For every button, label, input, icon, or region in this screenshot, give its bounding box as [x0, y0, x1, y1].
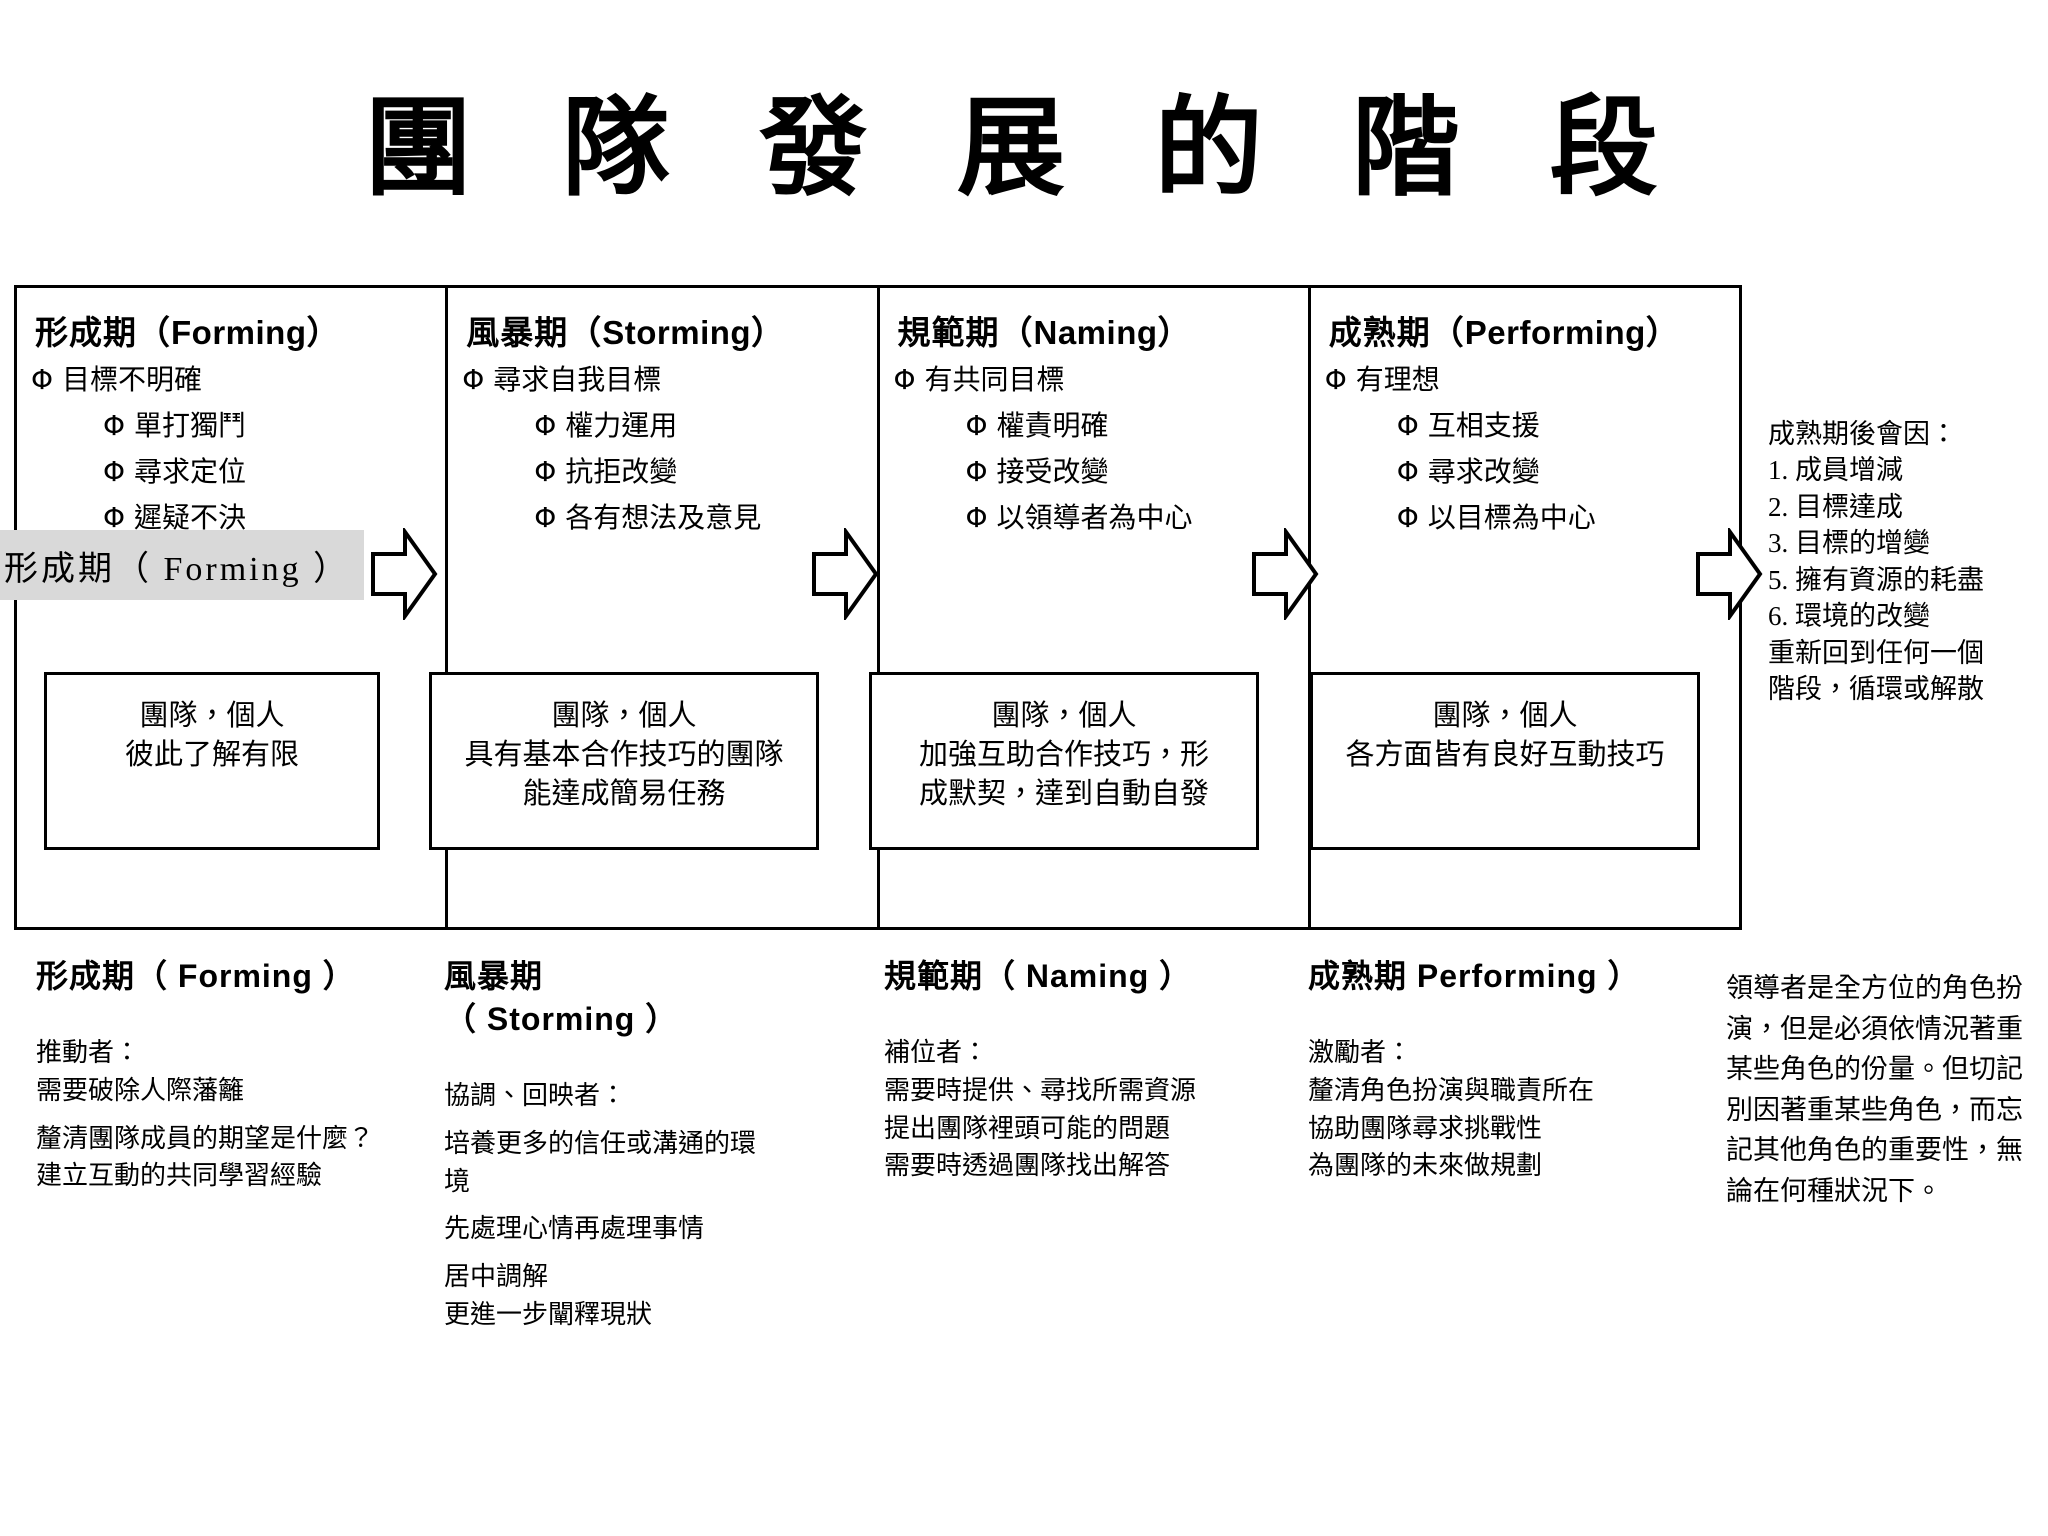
maturity-note-tail: 重新回到任何一個 — [1768, 637, 1984, 668]
stage-bullet-sub: Φ 尋求定位 — [103, 455, 246, 488]
maturity-note-item: 3. 目標的增變 — [1768, 528, 1930, 559]
stage-heading-zh: 形成期（ — [35, 314, 171, 351]
role-line: 需要時透過團隊找出解答 — [884, 1150, 1171, 1181]
stage-heading-zh: 規範期（ — [897, 314, 1034, 351]
maturity-note: 成熟期後會因： 1. 成員增減 2. 目標達成 3. 目標的增變 5. 擁有資源… — [1768, 416, 2038, 708]
role-line: 提出團隊裡頭可能的問題 — [884, 1112, 1171, 1143]
role-title-second-line: （ Storming ） — [444, 1001, 679, 1038]
role-body: 協調、回映者： 培養更多的信任或溝通的環 境 先處理心情再處理事情 居中調解 更… — [444, 1077, 804, 1333]
stage-heading-storming: 風暴期（Storming） — [466, 306, 876, 354]
stage-summary-box-storming: 團隊，個人 具有基本合作技巧的團隊 能達成簡易任務 — [429, 672, 819, 850]
maturity-note-tail: 階段，循環或解散 — [1768, 674, 1984, 705]
role-line: 建立互動的共同學習經驗 — [36, 1160, 323, 1191]
maturity-note-item: 5. 擁有資源的耗盡 — [1768, 564, 1984, 595]
stage-bullet-sub: Φ 接受改變 — [965, 455, 1109, 488]
stage-bullet-main: Φ 目標不明確 — [31, 363, 202, 396]
stage-heading-en: Naming — [1033, 314, 1158, 351]
leader-note: 領導者是全方位的角色扮演，但是必須依情況著重某些角色的份量。但切記別因著重某些角… — [1726, 973, 2023, 1206]
role-body: 激勵者： 釐清角色扮演與職責所在 協助團隊尋求挑戰性 為團隊的未來做規劃 — [1308, 1034, 1708, 1185]
role-title: 風暴期 — [444, 958, 544, 994]
summary-line: 各方面皆有良好互動技巧 — [1345, 739, 1665, 772]
maturity-note-item: 1. 成員增減 — [1768, 455, 1903, 486]
page-title: 團 隊 發 展 的 階 段 — [364, 86, 1684, 211]
role-label: 推動者： — [36, 1037, 141, 1068]
stage-bullet-sub: Φ 權力運用 — [534, 409, 678, 442]
summary-line: 團隊，個人 — [1432, 700, 1578, 732]
stage-bullet-sub: Φ 抗拒改變 — [534, 455, 678, 488]
stage-summary-box-forming: 團隊，個人 彼此了解有限 — [44, 672, 380, 850]
stage-heading-close: ） — [1157, 314, 1192, 351]
stage-heading-en: Storming — [602, 314, 752, 351]
summary-line: 加強互助合作技巧，形 — [918, 739, 1209, 772]
stage-summary-box-naming: 團隊，個人 加強互助合作技巧，形 成默契，達到自動自發 — [869, 672, 1259, 850]
summary-line: 團隊，個人 — [991, 700, 1137, 732]
stage-band: 形成期（Forming） Φ 目標不明確 Φ 單打獨鬥 Φ 尋求定位 Φ 遲疑不… — [14, 285, 1742, 930]
stage-heading-close: ） — [306, 314, 341, 351]
summary-line: 成默契，達到自動自發 — [918, 778, 1209, 811]
stage-heading-zh: 風暴期（ — [466, 314, 603, 351]
stage-bullet-sub: Φ 單打獨鬥 — [103, 409, 246, 442]
stage-bullet-sub: Φ 以目標為中心 — [1396, 501, 1596, 534]
role-column-naming: 規範期（ Naming ） 補位者： 需要時提供、尋找所需資源 提出團隊裡頭可能… — [884, 955, 1284, 1195]
stage-column-naming: 規範期（Naming） Φ 有共同目標 Φ 權責明確 Φ 接受改變 Φ 以領導者… — [880, 288, 1311, 927]
role-column-forming: 形成期（ Forming ） 推動者： 需要破除人際藩籬 釐清團隊成員的期望是什… — [36, 955, 436, 1205]
role-title: 形成期（ Forming ） — [36, 958, 356, 994]
stage-heading-zh: 成熟期（ — [1328, 314, 1465, 351]
stage-heading-naming: 規範期（Naming） — [898, 306, 1308, 354]
role-line: 需要破除人際藩籬 — [36, 1074, 245, 1105]
stage-heading-close: ） — [751, 314, 786, 351]
stage-arrow-icon — [367, 528, 439, 620]
stage-heading-forming: 形成期（Forming） — [35, 306, 445, 354]
stage-bullet-main: Φ 有理想 — [1324, 363, 1440, 396]
stage-bullet-sub: Φ 各有想法及意見 — [534, 501, 762, 534]
stage-arrow-icon — [1248, 528, 1320, 620]
stage-bullet-main: Φ 尋求自我目標 — [462, 363, 662, 396]
role-line: 釐清角色扮演與職責所在 — [1308, 1074, 1595, 1105]
role-column-storming: 風暴期 （ Storming ） 協調、回映者： 培養更多的信任或溝通的環 境 … — [444, 955, 804, 1344]
role-line: 培養更多的信任或溝通的環 — [444, 1128, 757, 1159]
summary-line: 團隊，個人 — [551, 700, 697, 732]
role-column-performing: 成熟期 Performing ） 激勵者： 釐清角色扮演與職責所在 協助團隊尋求… — [1308, 955, 1708, 1195]
role-line: 境 — [444, 1165, 471, 1196]
role-line: 釐清團隊成員的期望是什麼？ — [36, 1122, 375, 1153]
stage-bullet-sub: Φ 遲疑不決 — [103, 501, 246, 534]
summary-line: 彼此了解有限 — [124, 739, 299, 772]
summary-line: 具有基本合作技巧的團隊 — [464, 739, 784, 772]
stage-bullet-sub: Φ 權責明確 — [965, 409, 1109, 442]
role-label: 協調、回映者： — [444, 1080, 627, 1111]
stage-column-storming: 風暴期（Storming） Φ 尋求自我目標 Φ 權力運用 Φ 抗拒改變 Φ 各… — [448, 288, 880, 927]
stage-bullet-sub: Φ 互相支援 — [1396, 409, 1540, 442]
role-line: 先處理心情再處理事情 — [444, 1213, 705, 1244]
stage-heading-performing: 成熟期（Performing） — [1329, 306, 1739, 354]
stage-arrow-icon — [808, 528, 880, 620]
stage-heading-en: Forming — [171, 314, 307, 351]
stage-bullet-main: Φ 有共同目標 — [893, 363, 1065, 396]
role-line: 更進一步闡釋現狀 — [444, 1298, 653, 1329]
role-label: 補位者： — [884, 1037, 989, 1068]
maturity-note-item: 2. 目標達成 — [1768, 491, 1903, 522]
maturity-note-heading: 成熟期後會因： — [1768, 419, 1957, 449]
stage-bullet-sub: Φ 尋求改變 — [1396, 455, 1540, 488]
role-line: 居中調解 — [444, 1261, 549, 1292]
summary-line: 團隊，個人 — [139, 700, 285, 732]
stage-arrow-icon — [1692, 528, 1764, 620]
stage-column-forming: 形成期（Forming） Φ 目標不明確 Φ 單打獨鬥 Φ 尋求定位 Φ 遲疑不… — [17, 288, 449, 927]
stage-heading-close: ） — [1645, 314, 1680, 351]
role-body: 補位者： 需要時提供、尋找所需資源 提出團隊裡頭可能的問題 需要時透過團隊找出解… — [884, 1034, 1284, 1185]
role-line: 為團隊的未來做規劃 — [1308, 1150, 1543, 1181]
stage-summary-box-performing: 團隊，個人 各方面皆有良好互動技巧 — [1310, 672, 1700, 850]
role-title: 成熟期 Performing ） — [1308, 958, 1641, 994]
forming-highlight-label: 形成期（ Forming ） — [4, 550, 351, 588]
stage-bullet-sub: Φ 以領導者為中心 — [965, 501, 1193, 534]
maturity-note-item: 6. 環境的改變 — [1768, 601, 1930, 632]
summary-line: 能達成簡易任務 — [522, 778, 726, 811]
role-body: 推動者： 需要破除人際藩籬 釐清團隊成員的期望是什麼？ 建立互動的共同學習經驗 — [36, 1034, 436, 1195]
forming-highlight-band: 形成期（ Forming ） — [0, 530, 364, 600]
stage-heading-en: Performing — [1464, 314, 1646, 351]
role-line: 協助團隊尋求挑戰性 — [1308, 1112, 1543, 1143]
role-title: 規範期（ Naming ） — [884, 958, 1193, 994]
stage-column-performing: 成熟期（Performing） Φ 有理想 Φ 互相支援 Φ 尋求改變 Φ 以目… — [1311, 288, 1739, 927]
role-line: 需要時提供、尋找所需資源 — [884, 1074, 1197, 1105]
role-label: 激勵者： — [1308, 1037, 1413, 1068]
